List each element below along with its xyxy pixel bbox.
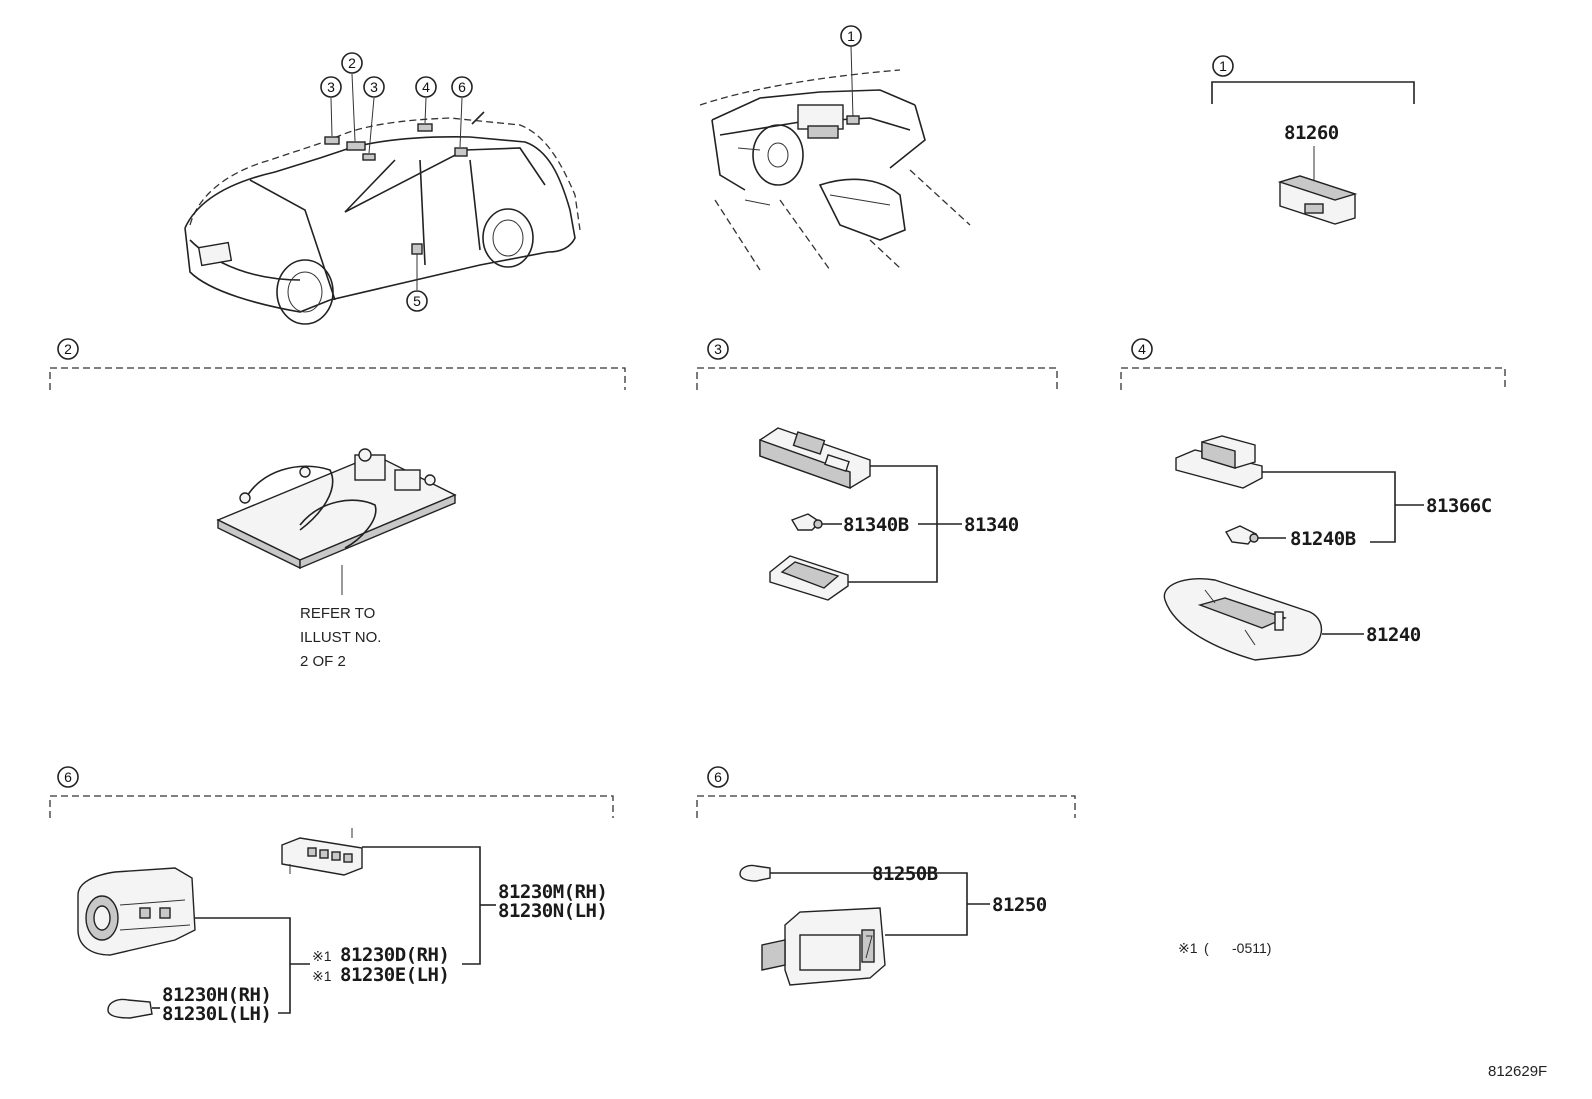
section-6-left: 6 81230M(RH) 81230N(LH) — [49, 766, 614, 1025]
part-number-81230D: 81230D(RH) — [340, 944, 449, 966]
bulb-81340B — [790, 513, 823, 531]
svg-text:2: 2 — [348, 55, 356, 71]
section-4-callout: 4 — [1131, 338, 1153, 360]
car-callouts: 3 2 3 4 6 5 — [320, 52, 473, 312]
socket-81366C — [1175, 435, 1263, 489]
svg-text:3: 3 — [370, 79, 378, 95]
diagram-id: 812629F — [1488, 1063, 1547, 1080]
svg-text:3: 3 — [327, 79, 335, 95]
map-lamp-assembly — [216, 448, 457, 570]
section-3-callout: 3 — [707, 338, 729, 360]
callout-1-dash: 1 — [840, 25, 862, 47]
part-number-81240B: 81240B — [1290, 528, 1356, 550]
part-number-81250: 81250 — [992, 894, 1047, 916]
section-6-right-callout: 6 — [707, 766, 729, 788]
star-mark-d: ※1 — [312, 948, 332, 964]
section-1-callout: 1 — [1212, 55, 1234, 77]
svg-text:3: 3 — [714, 341, 722, 357]
callout-3-right: 3 — [363, 76, 385, 98]
callout-6-top: 6 — [451, 76, 473, 98]
lamp-housing-81340 — [759, 427, 871, 489]
section-1: 1 81260 — [1211, 55, 1415, 225]
footnote-text: ( -0511) — [1204, 940, 1271, 956]
part-number-81230L: 81230L(LH) — [162, 1003, 271, 1025]
lamp-81230D — [77, 867, 196, 956]
refer-note-line3: 2 OF 2 — [300, 653, 346, 670]
section-2: 2 REFER TO ILLUST NO. 2 OF 2 — [49, 338, 626, 670]
refer-note-line2: ILLUST NO. — [300, 629, 381, 646]
part-number-81230N: 81230N(LH) — [498, 900, 607, 922]
svg-text:6: 6 — [64, 769, 72, 785]
svg-text:2: 2 — [64, 341, 72, 357]
section-2-callout: 2 — [57, 338, 79, 360]
part-number-81230M: 81230M(RH) — [498, 881, 607, 903]
section-3: 3 81340B 81340 — [696, 338, 1058, 601]
bulb-81230H — [107, 998, 153, 1019]
lens-81340 — [769, 555, 849, 601]
switch-81260 — [1277, 175, 1358, 225]
footnote: ※1 ( -0511) — [1178, 940, 1271, 956]
svg-text:4: 4 — [422, 79, 430, 95]
bulb-81240B — [1224, 525, 1259, 545]
star-mark-e: ※1 — [312, 968, 332, 984]
callout-4-top: 4 — [415, 76, 437, 98]
svg-text:4: 4 — [1138, 341, 1146, 357]
part-number-81260: 81260 — [1284, 122, 1339, 144]
part-number-81340B: 81340B — [843, 514, 909, 536]
lens-81240 — [1163, 578, 1323, 661]
section-6-right: 6 81250B 81250 — [696, 766, 1076, 986]
bulb-81250B — [739, 864, 771, 882]
callout-2-top: 2 — [341, 52, 363, 74]
svg-text:1: 1 — [847, 28, 855, 44]
svg-text:5: 5 — [413, 293, 421, 309]
section-4: 4 81240B 81366C 81240 — [1120, 338, 1506, 661]
part-number-81230E: 81230E(LH) — [340, 964, 449, 986]
socket-81230M — [281, 828, 363, 876]
svg-text:6: 6 — [458, 79, 466, 95]
dashboard-illustration — [699, 45, 971, 271]
part-number-81366C: 81366C — [1426, 495, 1492, 517]
refer-note-line1: REFER TO — [300, 605, 375, 622]
svg-text:6: 6 — [714, 769, 722, 785]
part-number-81250B: 81250B — [872, 863, 938, 885]
part-number-81340: 81340 — [964, 514, 1019, 536]
section-6-left-callout: 6 — [57, 766, 79, 788]
svg-text:1: 1 — [1219, 58, 1227, 74]
footnote-mark: ※1 — [1178, 940, 1198, 956]
car-illustration — [184, 111, 581, 325]
callout-3-left: 3 — [320, 76, 342, 98]
part-number-81240: 81240 — [1366, 624, 1421, 646]
lamp-81250 — [761, 907, 886, 986]
part-number-81230H: 81230H(RH) — [162, 984, 271, 1006]
callout-5: 5 — [406, 290, 428, 312]
